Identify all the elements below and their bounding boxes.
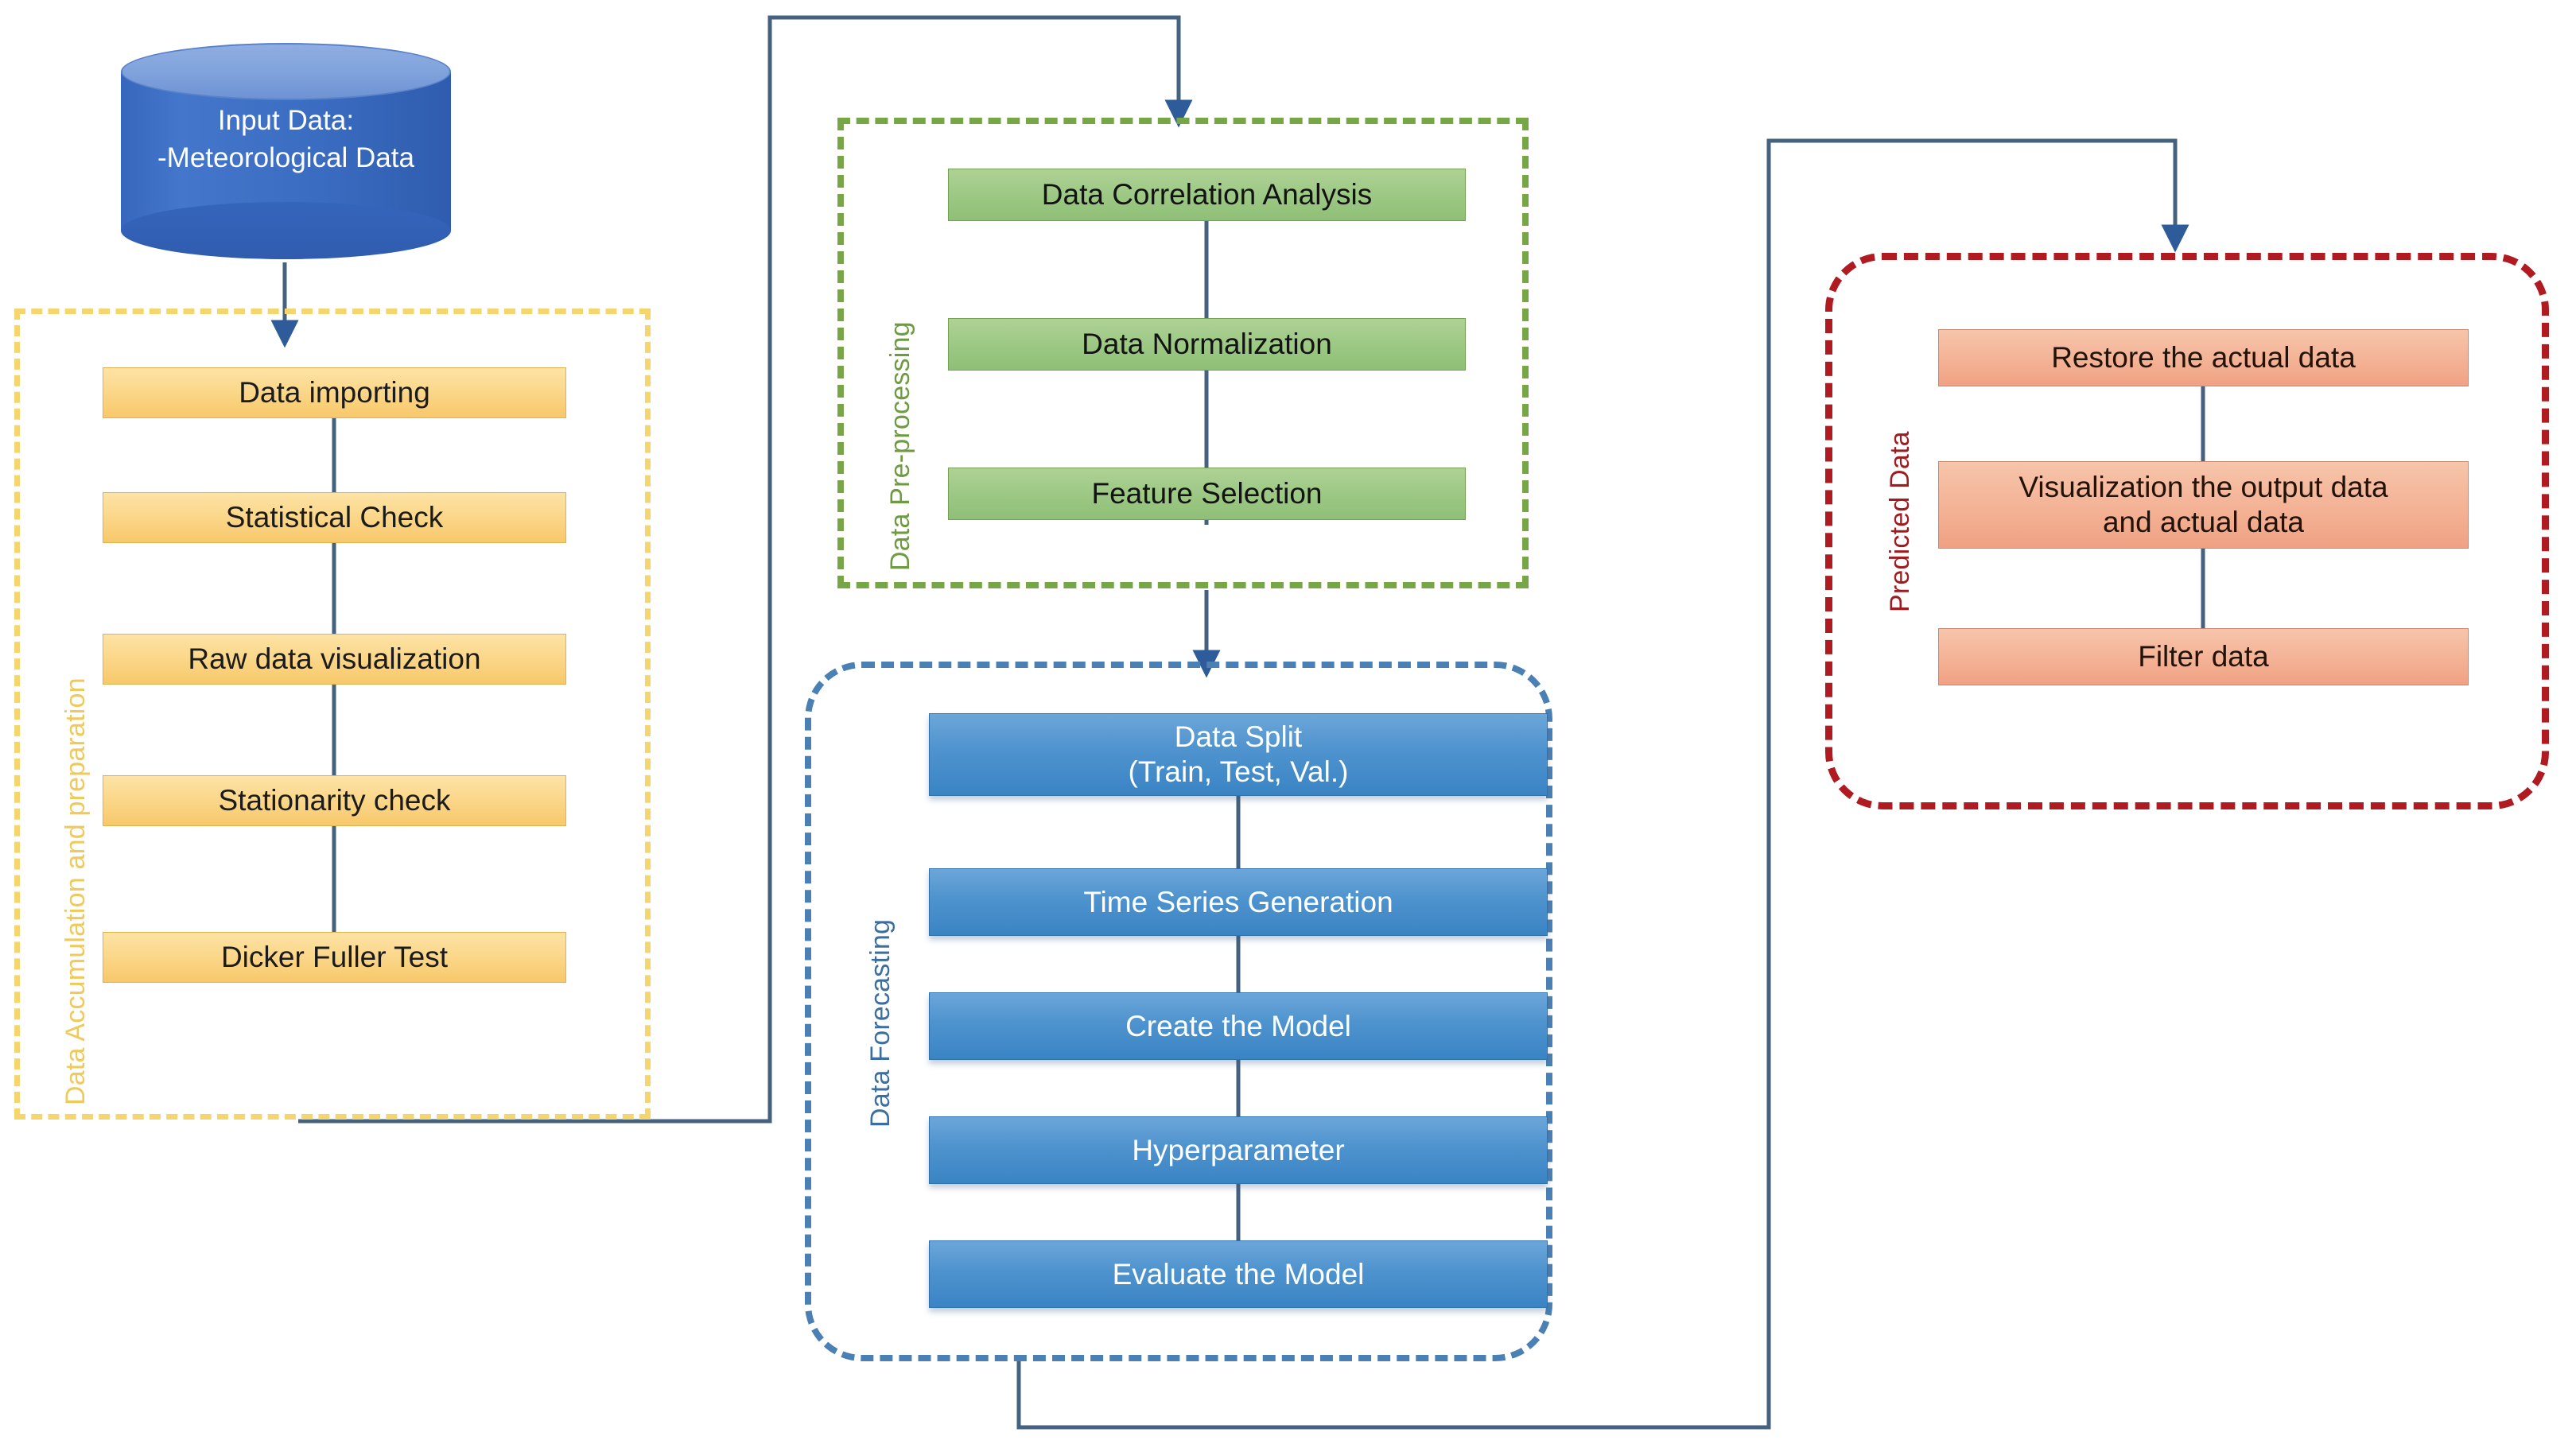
node-data-split[interactable]: Data Split (Train, Test, Val.): [929, 713, 1548, 796]
group-label-predicted-data: Predicted Data: [1885, 431, 1915, 612]
group-data-forecasting: [805, 662, 1552, 1361]
node-hyperparameter[interactable]: Hyperparameter: [929, 1116, 1548, 1184]
node-data-normalization[interactable]: Data Normalization: [948, 318, 1466, 371]
group-data-preprocessing: [837, 118, 1529, 588]
group-predicted-data: [1825, 253, 2549, 809]
database-cylinder: Input Data: -Meteorological Data: [121, 43, 451, 259]
node-feature-selection[interactable]: Feature Selection: [948, 468, 1466, 520]
node-stationarity-check[interactable]: Stationarity check: [103, 775, 566, 826]
node-visualization-output-and-actual-data[interactable]: Visualization the output data and actual…: [1938, 461, 2469, 549]
node-time-series-generation[interactable]: Time Series Generation: [929, 868, 1548, 936]
cylinder-bottom-cap: [121, 202, 451, 259]
node-restore-the-actual-data[interactable]: Restore the actual data: [1938, 329, 2469, 386]
node-filter-data[interactable]: Filter data: [1938, 628, 2469, 685]
node-create-the-model[interactable]: Create the Model: [929, 992, 1548, 1060]
node-statistical-check[interactable]: Statistical Check: [103, 492, 566, 543]
node-raw-data-visualization[interactable]: Raw data visualization: [103, 634, 566, 685]
cylinder-top-cap: [121, 43, 451, 100]
node-evaluate-the-model[interactable]: Evaluate the Model: [929, 1240, 1548, 1308]
group-label-data-preprocessing: Data Pre-processing: [885, 321, 915, 571]
group-label-data-accumulation: Data Accumulation and preparation: [60, 677, 91, 1105]
node-dicker-fuller-test[interactable]: Dicker Fuller Test: [103, 932, 566, 983]
node-data-importing[interactable]: Data importing: [103, 367, 566, 418]
database-label: Input Data: -Meteorological Data: [157, 105, 414, 174]
group-data-accumulation: [14, 309, 651, 1120]
group-label-data-forecasting: Data Forecasting: [865, 918, 896, 1128]
node-data-correlation-analysis[interactable]: Data Correlation Analysis: [948, 169, 1466, 221]
